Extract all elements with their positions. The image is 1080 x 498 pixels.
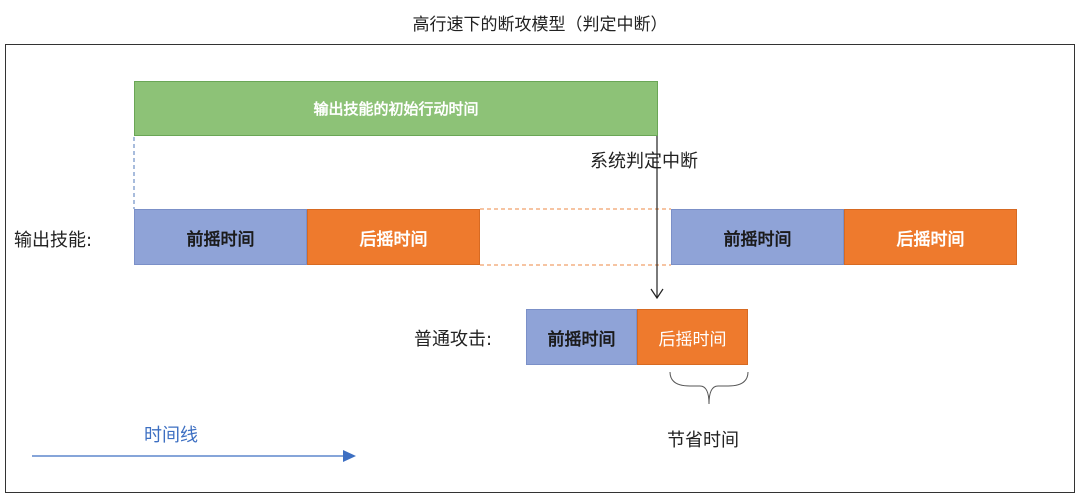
skill-post-swing-1: 后摇时间 — [307, 209, 480, 265]
diagram-frame — [5, 44, 1075, 493]
timeline-label: 时间线 — [144, 425, 198, 446]
interrupt-arrow-head — [650, 288, 664, 300]
attack-row-label: 普通攻击: — [414, 329, 493, 350]
initial-action-box: 输出技能的初始行动时间 — [134, 81, 658, 136]
skill-pre-swing-1: 前摇时间 — [134, 209, 307, 265]
attack-post-swing: 后摇时间 — [637, 309, 748, 365]
attack-pre-swing: 前摇时间 — [526, 309, 637, 365]
skill-post-swing-2: 后摇时间 — [844, 209, 1017, 265]
saved-time-label: 节省时间 — [667, 430, 739, 451]
skill-row-label: 输出技能: — [14, 230, 93, 251]
interrupt-label: 系统判定中断 — [590, 151, 698, 172]
timeline-arrow-head — [343, 450, 356, 462]
saved-time-brace-icon — [669, 371, 749, 405]
skill-pre-swing-2: 前摇时间 — [671, 209, 844, 265]
diagram-title: 高行速下的断攻模型（判定中断） — [412, 15, 668, 35]
